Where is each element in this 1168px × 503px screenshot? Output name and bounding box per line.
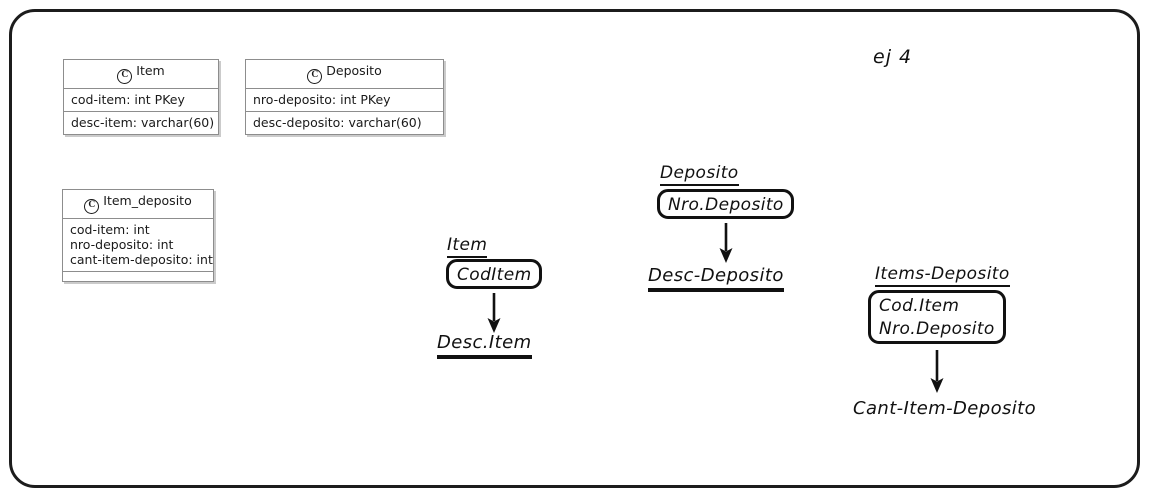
fd-key-line: CodItem xyxy=(457,265,532,285)
fd-key-box-items-deposito[interactable]: Cod.Item Nro.Deposito xyxy=(868,290,1006,344)
fd-title-deposito: Deposito xyxy=(660,163,739,186)
fd-title-items-deposito: Items-Deposito xyxy=(875,264,1010,287)
uml-attribute-row: nro-deposito: int xyxy=(70,237,174,252)
uml-attribute-row: cod-item: int PKey xyxy=(64,89,218,112)
uml-attribute-block: cod-item: int nro-deposito: int cant-ite… xyxy=(63,219,213,272)
fd-key-box-item[interactable]: CodItem xyxy=(446,259,542,289)
uml-attribute-row: cod-item: int xyxy=(70,222,150,237)
arrow-down-icon xyxy=(930,350,944,393)
outer-frame xyxy=(9,9,1140,488)
uml-attribute-row: nro-deposito: int PKey xyxy=(246,89,443,112)
uml-attribute-row: desc-deposito: varchar(60) xyxy=(253,115,422,130)
arrow-down-icon xyxy=(487,293,501,333)
class-circle-icon: C xyxy=(307,69,323,84)
fd-key-line: Nro.Deposito xyxy=(668,195,784,215)
fd-target-deposito: Desc-Deposito xyxy=(648,265,784,292)
uml-attribute-row: cant-item-deposito: int xyxy=(70,252,213,267)
class-circle-icon: C xyxy=(84,199,100,214)
uml-empty-compartment xyxy=(63,272,213,281)
fd-key-line: Cod.Item xyxy=(879,296,960,316)
arrow-down-icon xyxy=(719,223,733,263)
fd-key-line: Nro.Deposito xyxy=(879,319,995,339)
fd-target-items-deposito: Cant-Item-Deposito xyxy=(853,398,1037,419)
fd-title-item: Item xyxy=(447,235,488,258)
uml-attribute-row: desc-item: varchar(60) xyxy=(71,115,215,130)
uml-class-name: Deposito xyxy=(326,63,382,78)
class-circle-icon: C xyxy=(117,69,133,84)
uml-class-name: Item xyxy=(136,63,165,78)
handwritten-note-ej4: ej 4 xyxy=(873,46,913,68)
fd-key-box-deposito[interactable]: Nro.Deposito xyxy=(657,189,794,219)
fd-target-item: Desc.Item xyxy=(437,332,532,359)
uml-class-name: Item_deposito xyxy=(103,193,192,208)
